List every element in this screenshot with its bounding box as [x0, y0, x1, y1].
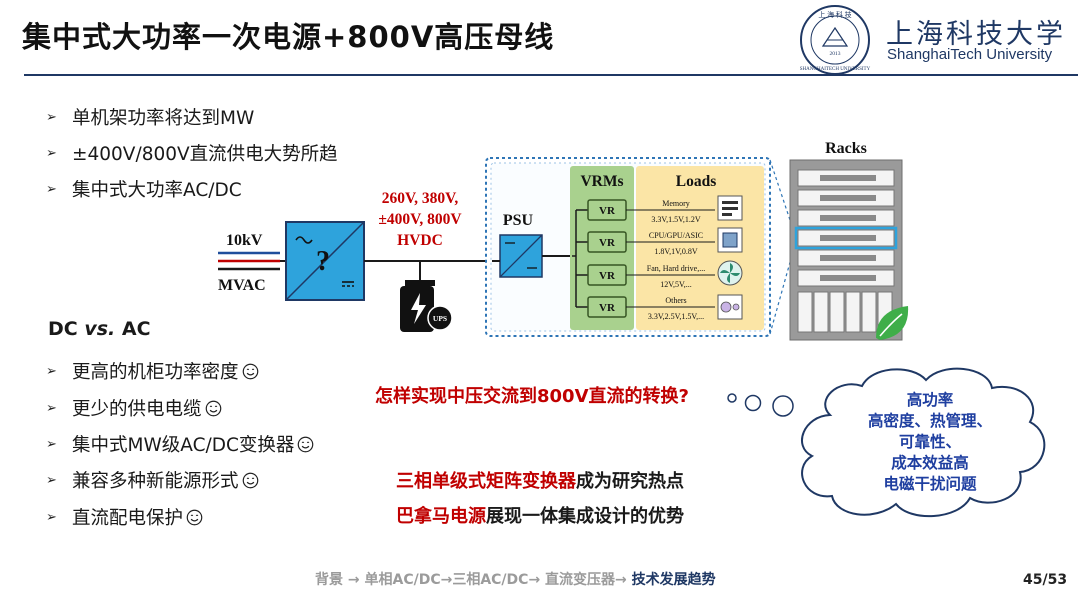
finding-highlight: 三相单级式矩阵变换器 — [396, 471, 576, 492]
arrow-bullet-icon: ➢ — [46, 109, 57, 125]
university-name-cn: 上海科技大学 — [886, 19, 1066, 50]
smile-icon — [205, 400, 221, 416]
university-name-en: ShanghaiTech University — [887, 46, 1053, 63]
load-name: Fan, Hard drive,... — [647, 264, 705, 273]
cpu-chip-icon — [717, 227, 743, 253]
memory-icon — [717, 195, 743, 221]
zoom-line — [769, 159, 795, 233]
advantage-text: 集中式MW级AC/DC变换器 — [72, 435, 295, 456]
seal-ring-text: SHANGHAITECH UNIVERSITY — [800, 67, 871, 72]
bullet-item: ➢ 集中式大功率AC/DC — [46, 176, 242, 202]
heading-dc: DC — [48, 318, 85, 340]
advantage-item: ➢ 兼容多种新能源形式 — [46, 467, 259, 493]
load-voltages: 3.3V,2.5V,1.5V,... — [648, 312, 704, 321]
input-type-label: MVAC — [218, 277, 266, 294]
vrms-label: VRMs — [580, 173, 623, 190]
finding-rest: 展现一体集成设计的优势 — [486, 506, 684, 527]
dc-vs-ac-heading: DC vs. AC — [48, 318, 151, 340]
smile-icon — [242, 472, 258, 488]
cloud-line: 电磁干扰问题 — [883, 475, 977, 493]
seal-top-text: 上 海 科 技 — [818, 10, 851, 19]
thought-bubble-large — [772, 395, 794, 417]
input-voltage-label: 10kV — [226, 232, 263, 249]
section-breadcrumb: 背景 → 单相AC/DC→三相AC/DC→ 直流变压器→ 技术发展趋势 — [315, 569, 716, 589]
cloud-line: 高功率 — [906, 391, 954, 409]
thought-bubble-medium — [744, 394, 762, 412]
advantage-text: 直流配电保护 — [72, 508, 184, 529]
advantage-item: ➢ 直流配电保护 — [46, 504, 203, 530]
vr-label: VR — [599, 302, 616, 314]
vr-label: VR — [599, 205, 616, 217]
load-voltages: 1.8V,1V,0.8V — [654, 247, 697, 256]
load-voltages: 3.3V,1.5V,1.2V — [651, 215, 700, 224]
hvdc-voltage-line-1: 260V, 380V, — [382, 190, 459, 207]
key-question: 怎样实现中压交流到800V直流的转换? — [375, 386, 689, 407]
smile-icon — [186, 509, 203, 525]
advantage-item: ➢ 集中式MW级AC/DC变换器 — [46, 431, 314, 457]
acdc-converter-icon: ? — [285, 221, 365, 301]
title-divider — [24, 74, 1078, 76]
smile-icon — [242, 363, 258, 379]
load-name: Memory — [662, 199, 690, 208]
bullet-text: 单机架功率将达到MW — [72, 108, 255, 129]
vr-label: VR — [599, 237, 616, 249]
highlighted-server-slot — [794, 226, 898, 250]
green-leaf-icon — [876, 306, 909, 340]
racks-label: Racks — [825, 140, 867, 157]
server-rack-icon — [789, 159, 903, 341]
slide-title: 集中式大功率一次电源+800V高压母线 — [22, 20, 555, 54]
thought-cloud — [727, 367, 1046, 517]
bullet-text: 集中式大功率AC/DC — [72, 180, 242, 201]
arrow-bullet-icon: ➢ — [46, 436, 57, 452]
other-devices-icon — [717, 294, 743, 320]
advantage-item: ➢ 更少的供电电缆 — [46, 395, 222, 421]
bullet-item: ➢ ±400V/800V直流供电大势所趋 — [46, 140, 338, 166]
loads-label: Loads — [676, 173, 717, 190]
hvdc-voltage-line-2: ±400V, 800V — [378, 211, 462, 228]
heading-ac: AC — [115, 318, 151, 340]
ups-label: UPS — [433, 314, 447, 323]
arrow-bullet-icon: ➢ — [46, 145, 57, 161]
arrow-bullet-icon: ➢ — [46, 400, 57, 416]
psu-label: PSU — [503, 212, 534, 229]
finding-highlight: 巴拿马电源 — [396, 506, 486, 527]
power-architecture-diagram: 10kV MVAC ? 260V, 380V, ±400V, 800V HVDC… — [218, 140, 909, 341]
heading-vs: vs. — [84, 318, 116, 340]
bullet-text: ±400V/800V直流供电大势所趋 — [72, 144, 338, 165]
advantage-text: 更高的机柜功率密度 — [72, 362, 239, 383]
arrow-bullet-icon: ➢ — [46, 472, 57, 488]
finding-matrix-converter: 三相单级式矩阵变换器成为研究热点 — [396, 467, 684, 493]
cloud-line: 可靠性、 — [898, 433, 961, 451]
load-name: Others — [665, 296, 686, 305]
advantage-text: 更少的供电电缆 — [72, 399, 202, 420]
load-name: CPU/GPU/ASIC — [649, 231, 703, 240]
page-number: 45/53 — [1023, 572, 1068, 588]
thought-bubble-small — [727, 393, 737, 403]
cloud-line: 成本效益高 — [891, 454, 969, 472]
breadcrumb-current: 技术发展趋势 — [631, 572, 716, 588]
arrow-bullet-icon: ➢ — [46, 509, 57, 525]
ups-battery-icon: UPS — [400, 280, 453, 332]
finding-panama-power: 巴拿马电源展现一体集成设计的优势 — [396, 502, 684, 528]
advantage-item: ➢ 更高的机柜功率密度 — [46, 358, 259, 384]
cloud-shape — [801, 367, 1046, 517]
unknown-converter-symbol: ? — [316, 246, 330, 277]
arrow-bullet-icon: ➢ — [46, 363, 57, 379]
fan-icon — [717, 260, 743, 286]
cloud-text: 高功率 高密度、热管理、 可靠性、 成本效益高 电磁干扰问题 — [835, 390, 1025, 495]
advantage-text: 兼容多种新能源形式 — [72, 471, 239, 492]
seal-year: 2013 — [830, 51, 841, 57]
arrow-bullet-icon: ➢ — [46, 181, 57, 197]
breadcrumb-trail: 背景 → 单相AC/DC→三相AC/DC→ 直流变压器→ — [315, 572, 632, 588]
cloud-line: 高密度、热管理、 — [867, 412, 992, 430]
finding-rest: 成为研究热点 — [576, 471, 684, 492]
university-seal-logo: 上 海 科 技 SHANGHAITECH UNIVERSITY 2013 — [800, 5, 871, 75]
hvdc-label: HVDC — [397, 232, 443, 249]
psu-converter-icon — [499, 234, 543, 278]
bullet-item: ➢ 单机架功率将达到MW — [46, 104, 254, 130]
smile-icon — [298, 436, 314, 452]
load-voltages: 12V,5V,... — [660, 280, 692, 289]
vr-label: VR — [599, 270, 616, 282]
